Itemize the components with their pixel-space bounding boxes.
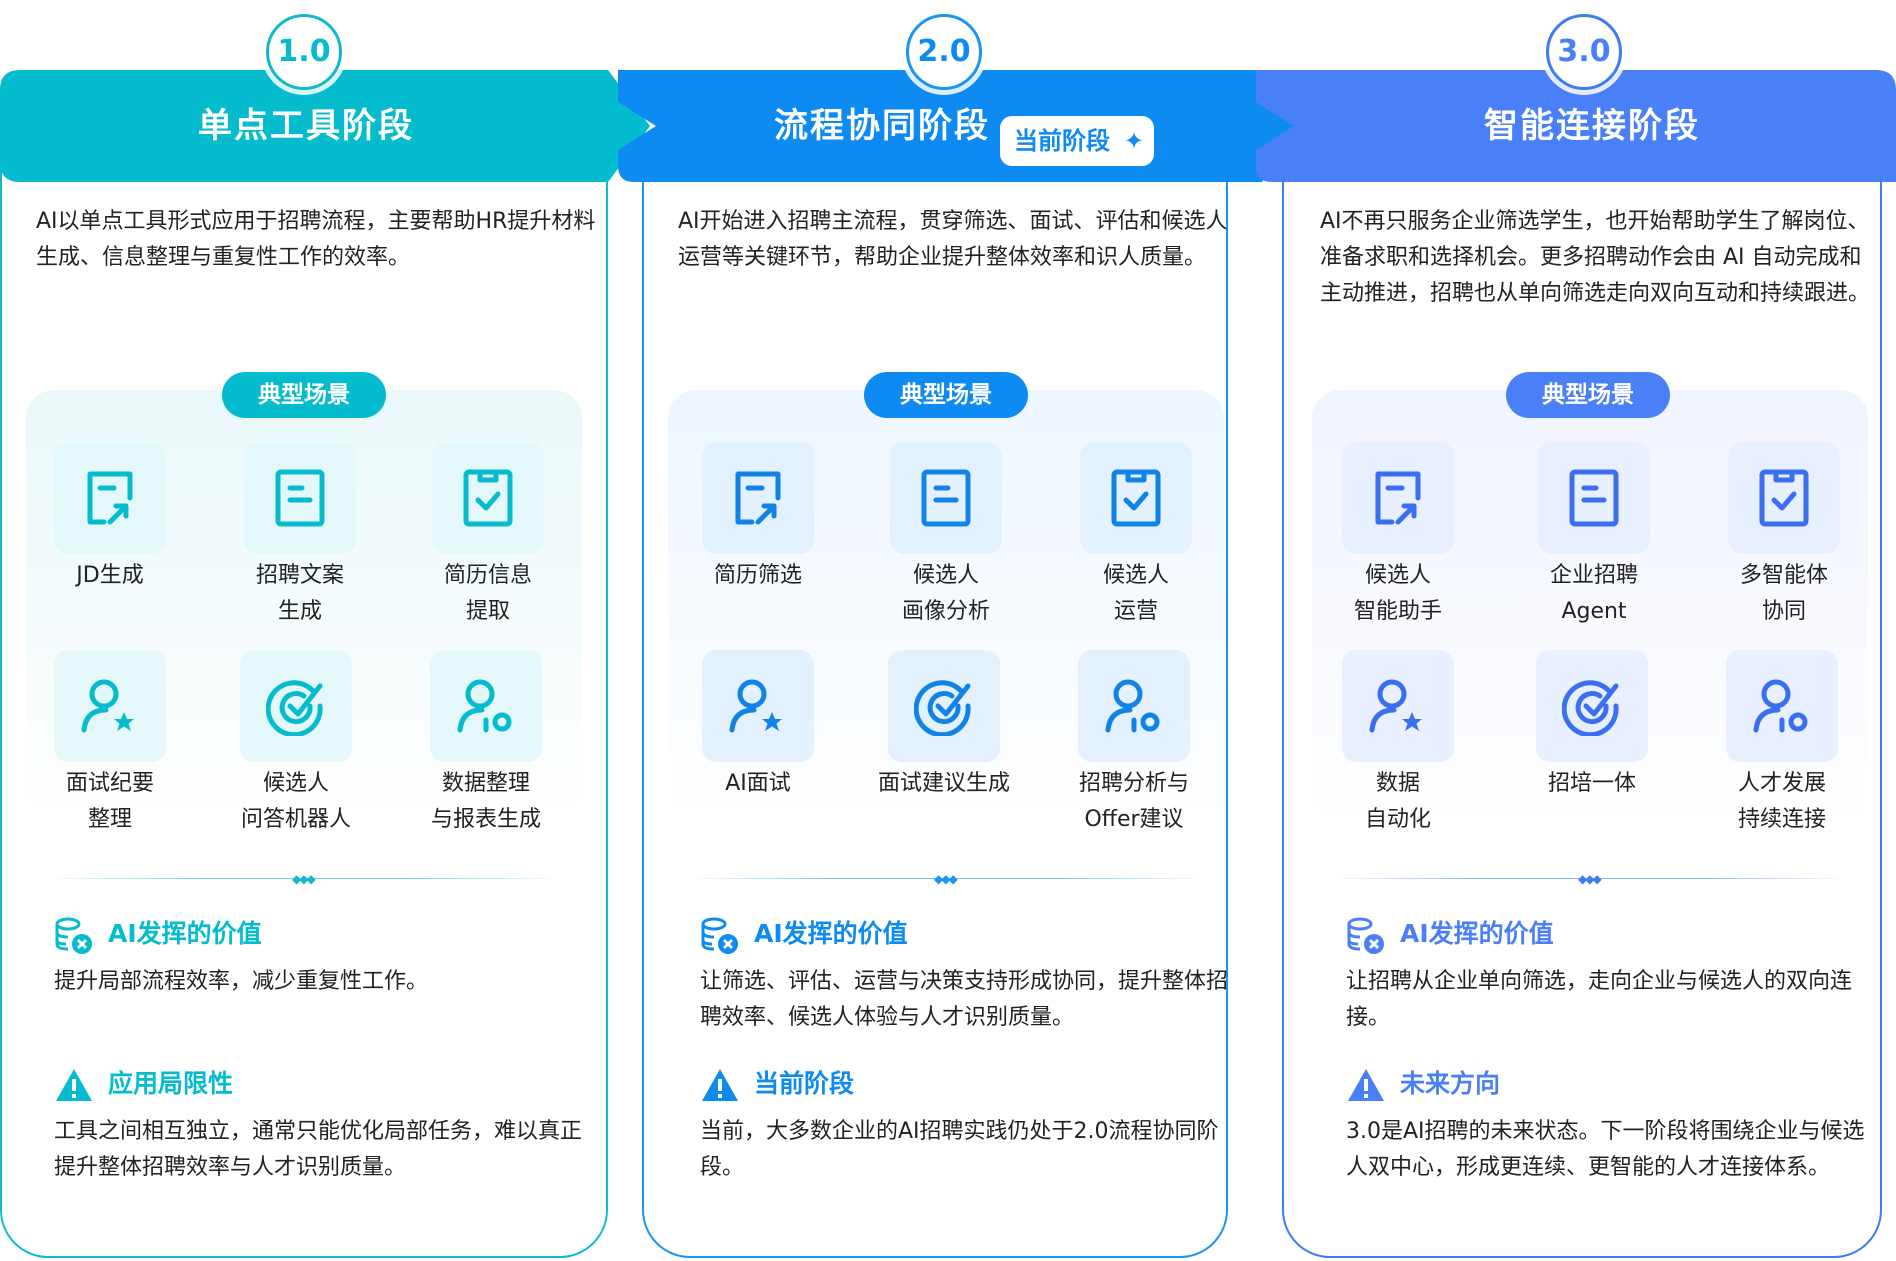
user-gear-icon: [1078, 650, 1190, 762]
version-badge: 2.0: [906, 14, 982, 90]
scene-label-text: 招聘文案 生成: [255, 563, 344, 624]
scene-label-text: AI面试: [725, 771, 791, 796]
section-divider: ◆◆◆: [686, 872, 1206, 886]
target-check-icon: [1536, 650, 1648, 762]
note-heading: 应用局限性: [54, 1064, 454, 1104]
note-text: 3.0是AI招聘的未来状态。下一阶段将围绕企业与候选人双中心，形成更连续、更智能…: [1346, 1119, 1865, 1180]
note-text: 工具之间相互独立，通常只能优化局部任务，难以真正提升整体招聘效率与人才识别质量。: [54, 1119, 583, 1180]
scene-label: 典型场景: [1506, 372, 1670, 418]
warning-icon: [56, 1069, 92, 1101]
user-star-icon: [702, 650, 814, 762]
coins-icon: [55, 917, 92, 954]
target-check-icon: [240, 650, 352, 762]
value-text: 让招聘从企业单向筛选，走向企业与候选人的双向连接。: [1346, 969, 1853, 1030]
scene-label: 典型场景: [222, 372, 386, 418]
value-text: 提升局部流程效率，减少重复性工作。: [54, 969, 429, 994]
document-edit-icon: [1342, 442, 1454, 554]
current-stage-badge: 当前阶段 ✦: [1000, 116, 1154, 166]
scene-label-text: JD生成: [76, 563, 144, 588]
stage-2: 流程协同阶段 当前阶段 ✦ 2.0 AI开始进入招聘主流程，贯穿筛选、面试、评估…: [614, 0, 1304, 1261]
document-edit-icon: [54, 442, 166, 554]
scene-label-text: 招聘分析与 Offer建议: [1078, 771, 1189, 832]
value-heading: AI发挥的价值: [700, 914, 1100, 954]
sparkle-icon: ✦: [1123, 127, 1144, 155]
value-heading: AI发挥的价值: [54, 914, 454, 954]
value-title: AI发挥的价值: [108, 919, 262, 948]
value-title: AI发挥的价值: [754, 919, 908, 948]
stage-title: 单点工具阶段: [198, 106, 414, 146]
note-title: 未来方向: [1400, 1069, 1501, 1098]
scene-label-text: 面试建议生成: [877, 771, 1010, 796]
stage-description: AI以单点工具形式应用于招聘流程，主要帮助HR提升材料生成、信息整理与重复性工作…: [36, 209, 596, 270]
coins-icon: [701, 917, 738, 954]
document-icon: [1538, 442, 1650, 554]
scene-label-text: 企业招聘 Agent: [1549, 563, 1638, 624]
value-title: AI发挥的价值: [1400, 919, 1554, 948]
scene-label-text: 面试纪要 整理: [65, 771, 154, 832]
stage-title: 智能连接阶段: [1484, 106, 1700, 146]
scene-label-text: 人才发展 持续连接: [1737, 771, 1826, 832]
stage-3: 智能连接阶段 3.0 AI不再只服务企业筛选学生，也开始帮助学生了解岗位、准备求…: [1252, 0, 1896, 1261]
scene-label-text: 招培一体: [1547, 771, 1636, 796]
section-divider: ◆◆◆: [1330, 872, 1850, 886]
target-check-icon: [888, 650, 1000, 762]
current-stage-badge-text: 当前阶段: [1014, 127, 1110, 155]
scene-label-text: 候选人 智能助手: [1353, 563, 1442, 624]
scene-label-text: 候选人 画像分析: [901, 563, 990, 624]
user-gear-icon: [430, 650, 542, 762]
document-icon: [890, 442, 1002, 554]
value-text: 让筛选、评估、运营与决策支持形成协同，提升整体招聘效率、候选人体验与人才识别质量…: [700, 969, 1229, 1030]
scene-label-text: 数据 自动化: [1364, 771, 1431, 832]
note-title: 当前阶段: [754, 1069, 855, 1098]
document-check-icon: [432, 442, 544, 554]
note-title: 应用局限性: [108, 1069, 234, 1098]
warning-icon: [1348, 1069, 1384, 1101]
note-heading: 未来方向: [1346, 1064, 1746, 1104]
coins-icon: [1347, 917, 1384, 954]
user-star-icon: [54, 650, 166, 762]
stage-title: 流程协同阶段: [774, 106, 990, 146]
version-badge: 3.0: [1546, 14, 1622, 90]
scene-label-text: 数据整理 与报表生成: [430, 771, 541, 832]
stage-1: 单点工具阶段 1.0 AI以单点工具形式应用于招聘流程，主要帮助HR提升材料生成…: [0, 0, 650, 1261]
document-check-icon: [1728, 442, 1840, 554]
document-icon: [244, 442, 356, 554]
user-star-icon: [1342, 650, 1454, 762]
document-check-icon: [1080, 442, 1192, 554]
document-edit-icon: [702, 442, 814, 554]
scene-label-text: 简历信息 提取: [443, 563, 532, 624]
scene-label-text: 简历筛选: [713, 563, 802, 588]
scene-label-text: 候选人 问答机器人: [240, 771, 351, 832]
scene-label-text: 候选人 运营: [1102, 563, 1169, 624]
version-badge: 1.0: [266, 14, 342, 90]
stage-description: AI开始进入招聘主流程，贯穿筛选、面试、评估和候选人运营等关键环节，帮助企业提升…: [678, 209, 1228, 270]
section-divider: ◆◆◆: [44, 872, 564, 886]
warning-icon: [702, 1069, 738, 1101]
scene-label-text: 多智能体 协同: [1739, 563, 1828, 624]
stage-description: AI不再只服务企业筛选学生，也开始帮助学生了解岗位、准备求职和选择机会。更多招聘…: [1320, 209, 1871, 306]
note-heading: 当前阶段: [700, 1064, 1100, 1104]
user-gear-icon: [1726, 650, 1838, 762]
value-heading: AI发挥的价值: [1346, 914, 1746, 954]
scene-label: 典型场景: [864, 372, 1028, 418]
note-text: 当前，大多数企业的AI招聘实践仍处于2.0流程协同阶段。: [700, 1119, 1219, 1180]
